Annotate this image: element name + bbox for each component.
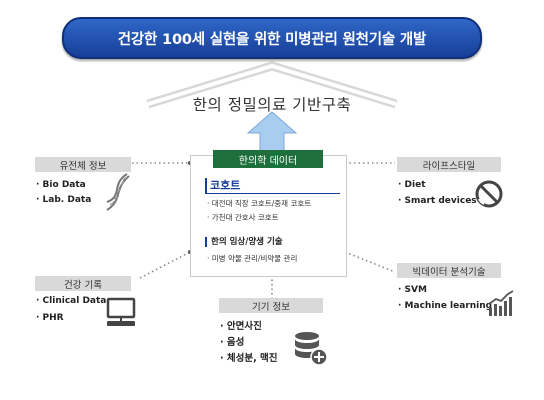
bigdata-item: · Machine learning: [398, 301, 493, 311]
trend-chart-icon: [488, 290, 514, 316]
health-item: · PHR: [36, 313, 64, 323]
tech-title: 한의 임상/양생 기술: [205, 237, 283, 247]
lifestyle-label: 라이프스타일: [397, 157, 501, 172]
dna-icon: [106, 173, 130, 211]
bigdata-label: 빅데이터 분석기술: [397, 263, 501, 278]
korean-medicine-data-box: [190, 155, 347, 277]
connector-health: [139, 251, 191, 279]
device-item: · 음성: [220, 337, 245, 348]
tech-item: · 미병 약물 관리/비약물 관리: [207, 254, 298, 263]
health-item: · Clinical Data: [36, 296, 107, 306]
database-icon: [295, 332, 328, 366]
bigdata-item: · SVM: [398, 285, 427, 295]
roof-title: 한의 정밀의료 기반구축: [192, 96, 352, 114]
cohort-item: · 대전대 직장 코호트/중재 코호트: [207, 199, 312, 208]
roof-line: [147, 63, 397, 106]
center-header: 한의학 데이터: [213, 150, 323, 168]
up-arrow: [246, 111, 298, 153]
device-item: · 안면사진: [220, 321, 262, 332]
genome-item: · Bio Data: [36, 180, 86, 190]
genome-item: · Lab. Data: [36, 195, 92, 205]
lifestyle-item: · Diet: [398, 180, 426, 190]
lifestyle-item: · Smart devices: [398, 196, 477, 206]
cohort-item: · 가천대 간호사 코호트: [207, 213, 279, 222]
genome-label: 유전체 정보: [35, 157, 131, 172]
satellite-icon: [475, 180, 503, 208]
device-info-label: 기기 정보: [219, 298, 323, 313]
health-record-label: 건강 기록: [35, 276, 131, 291]
device-item: · 체성분, 맥진: [220, 353, 278, 364]
computer-icon: [106, 297, 136, 326]
cohort-title: 코호트: [205, 178, 345, 193]
connector-bigdata: [344, 251, 396, 273]
banner-title: 건강한 100세 실현을 위한 미병관리 원천기술 개발: [62, 17, 482, 59]
cohort-underline: [205, 193, 340, 194]
